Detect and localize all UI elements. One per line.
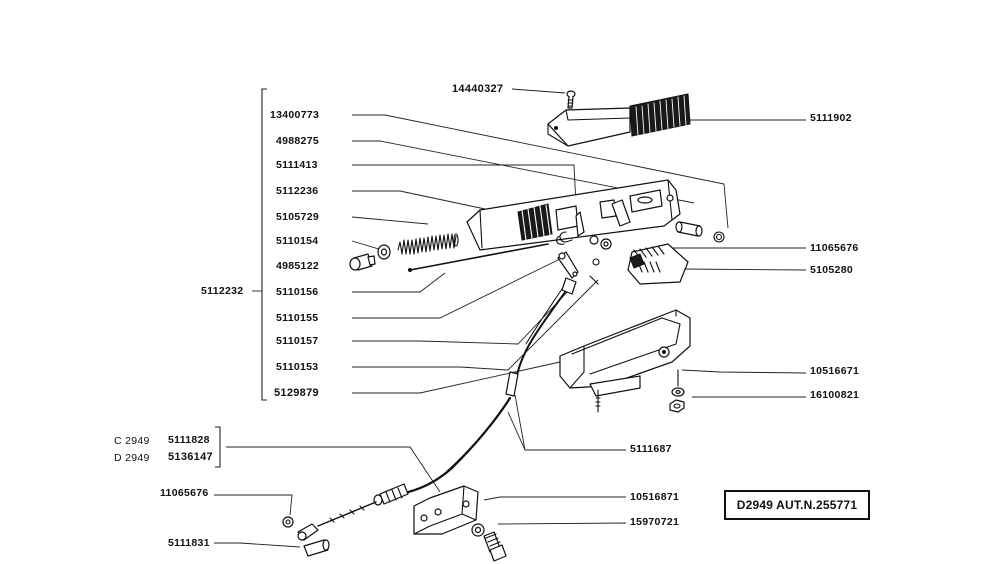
callout-4985122: 4985122 [276, 260, 319, 272]
part-bracket-5129879 [559, 309, 691, 413]
part-cable-5111687 [398, 277, 577, 496]
callout-5111902: 5111902 [810, 112, 852, 124]
callout-16100821: 16100821 [810, 389, 860, 401]
part-pawl-5105280 [627, 243, 689, 285]
callout-10516671: 10516671 [810, 365, 860, 377]
part-pin-4988275 [675, 221, 703, 237]
variant-d2949: D 2949 [114, 452, 150, 464]
part-pin-5111831 [303, 539, 330, 557]
callout-5110157: 5110157 [276, 335, 319, 347]
part-spring-5105729 [397, 233, 459, 255]
callout-5136147: 5136147 [168, 451, 213, 463]
part-ring-13400773 [713, 231, 725, 243]
part-washer-10516671 [671, 387, 685, 397]
part-washer-5110154 [377, 244, 391, 260]
callout-11065676-lower: 11065676 [160, 487, 209, 499]
part-lever-5112236 [466, 179, 681, 251]
part-rod-5110156 [408, 243, 549, 272]
callout-5129879: 5129879 [274, 387, 319, 399]
callout-4988275: 4988275 [276, 135, 319, 147]
callout-5111828: 5111828 [168, 434, 210, 446]
callout-5110153: 5110153 [276, 361, 319, 373]
part-button-4985122 [349, 253, 376, 271]
callout-5110155: 5110155 [276, 312, 319, 324]
part-screw-14440327 [566, 90, 576, 109]
part-bolt-15970721 [483, 531, 507, 562]
part-cable-end [297, 483, 409, 541]
part-nut-16100821 [669, 399, 685, 413]
part-link-5110155 [557, 235, 612, 285]
callout-14440327: 14440327 [452, 83, 504, 95]
part-washer-10516871 [471, 523, 485, 537]
variant-c2949: C 2949 [114, 435, 150, 447]
callout-5111687: 5111687 [630, 443, 672, 455]
leader-lines [214, 88, 807, 548]
part-clip-11065676-lower [282, 516, 294, 528]
drawing-reference-box: D2949 AUT.N.255771 [724, 490, 870, 520]
callout-11065676-upper: 11065676 [810, 242, 859, 254]
callout-15970721: 15970721 [630, 516, 680, 528]
callout-5111413: 5111413 [276, 159, 318, 171]
callout-5111831: 5111831 [168, 537, 210, 549]
callout-5110154: 5110154 [276, 235, 319, 247]
callout-5110156: 5110156 [276, 286, 319, 298]
callout-5105280: 5105280 [810, 264, 853, 276]
callout-5112236: 5112236 [276, 185, 319, 197]
callout-5105729: 5105729 [276, 211, 319, 223]
callout-5112232: 5112232 [201, 285, 244, 297]
callout-13400773: 13400773 [270, 109, 320, 121]
part-lever-grip-5111902 [547, 93, 691, 147]
part-clip-5111413 [555, 231, 573, 245]
callout-10516871: 10516871 [630, 491, 680, 503]
part-cable-bracket-5111828 [413, 485, 479, 535]
